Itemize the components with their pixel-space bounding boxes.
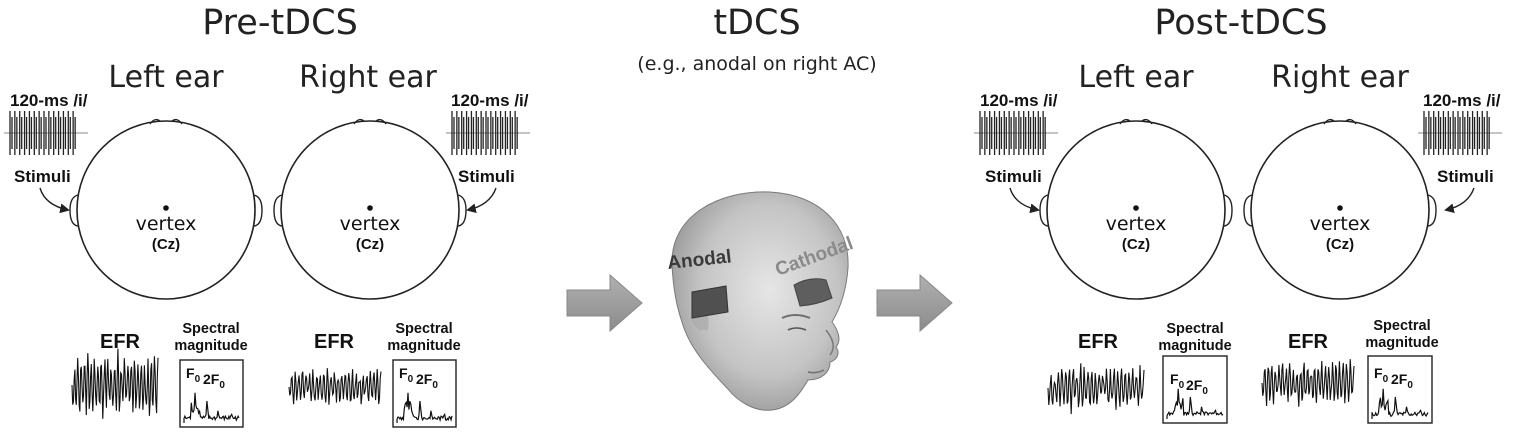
post-efr-waveform-left [1047,363,1145,415]
post-spectral-label-1-right: Spectral [1373,318,1430,334]
post-2f0-label-left: 2F0 [1186,377,1208,397]
pre-stimulus-waveform-right [446,111,530,155]
post-2f0-label-right: 2F0 [1391,371,1413,391]
post-spectral-label-1-left: Spectral [1166,321,1223,337]
post-right-ear-label: Right ear [1271,60,1409,95]
post-vertex-label-right: vertex [1310,213,1371,235]
post-cz-label-right: (Cz) [1326,236,1354,253]
tdcs-panel: tDCS (e.g., anodal on right AC) Anodal C… [566,3,953,411]
pre-left-ear-label: Left ear [108,60,224,95]
pre-stimulus-label-left: 120-ms /i/ [10,91,88,110]
pre-spectrum-plot-left [183,392,240,423]
post-tdcs-title: Post-tDCS [1154,3,1327,43]
pre-spectrum-plot-right [396,392,453,423]
post-head-left-ear: vertex (Cz) [1039,118,1233,300]
tdcs-subtitle: (e.g., anodal on right AC) [637,53,876,75]
pre-stimulus-label-right: 120-ms /i/ [451,91,529,110]
pre-efr-waveform-right [288,368,382,405]
pre-stimuli-arrow-right [466,187,497,214]
pre-spectral-label-2-right: magnitude [387,338,460,354]
post-efr-label-left: EFR [1078,331,1119,353]
post-spectral-label-2-left: magnitude [1158,338,1231,354]
post-f0-label-left: F0 [1170,371,1185,391]
pre-spectral-label-2-left: magnitude [174,338,247,354]
pre-efr-label-right: EFR [314,331,355,353]
post-vertex-label-left: vertex [1106,213,1167,235]
post-spectrum-plot-left [1166,388,1224,419]
pre-efr-label-left: EFR [100,331,141,353]
post-stimulus-waveform-right [1418,111,1502,155]
pre-tdcs-panel: Pre-tDCS Left ear Right ear 120-ms /i/ 1… [4,3,530,428]
post-stimuli-arrow-right [1444,187,1475,214]
post-stimulus-waveform-left [974,111,1058,155]
post-stimuli-arrow-left [1009,187,1040,214]
pre-stimuli-arrow-left [39,187,70,214]
post-efr-waveform-right [1261,359,1355,407]
pre-head-left-ear: vertex (Cz) [69,118,263,300]
pre-right-ear-label: Right ear [299,60,437,95]
pre-f0-label-left: F0 [186,365,201,385]
pre-stimuli-label-left: Stimuli [14,167,71,186]
post-f0-label-right: F0 [1374,365,1389,385]
post-head-right-ear: vertex (Cz) [1243,118,1437,300]
pre-cz-label-right: (Cz) [356,236,384,253]
pre-stimulus-waveform-left [4,111,88,155]
post-tdcs-panel: Post-tDCS Left ear Right ear 120-ms /i/ … [974,3,1502,424]
pre-efr-waveform-left [71,348,159,419]
arrow-right-icon-1 [566,273,643,333]
pre-head-right-ear: vertex (Cz) [273,118,467,300]
post-stimulus-label-right: 120-ms /i/ [1423,91,1501,110]
pre-spectral-label-1-left: Spectral [182,321,239,337]
pre-2f0-label-right: 2F0 [416,371,438,391]
post-stimuli-label-right: Stimuli [1437,167,1494,186]
tdcs-title: tDCS [713,3,800,43]
pre-vertex-label-left: vertex [136,213,197,235]
pre-2f0-label-left: 2F0 [203,371,225,391]
pre-tdcs-title: Pre-tDCS [202,3,358,43]
pre-f0-label-right: F0 [399,365,414,385]
arrow-right-icon-2 [876,273,953,333]
post-left-ear-label: Left ear [1078,60,1194,95]
post-stimulus-label-left: 120-ms /i/ [980,91,1058,110]
pre-vertex-label-right: vertex [340,213,401,235]
pre-spectral-label-1-right: Spectral [395,321,452,337]
pre-cz-label-left: (Cz) [152,236,180,253]
pre-stimuli-label-right: Stimuli [458,167,515,186]
post-efr-label-right: EFR [1288,331,1329,353]
post-stimuli-label-left: Stimuli [985,167,1042,186]
post-spectrum-plot-right [1371,388,1429,419]
post-cz-label-left: (Cz) [1122,236,1150,253]
head-model-icon: Anodal Cathodal [666,191,856,411]
post-spectral-label-2-right: magnitude [1365,335,1438,351]
